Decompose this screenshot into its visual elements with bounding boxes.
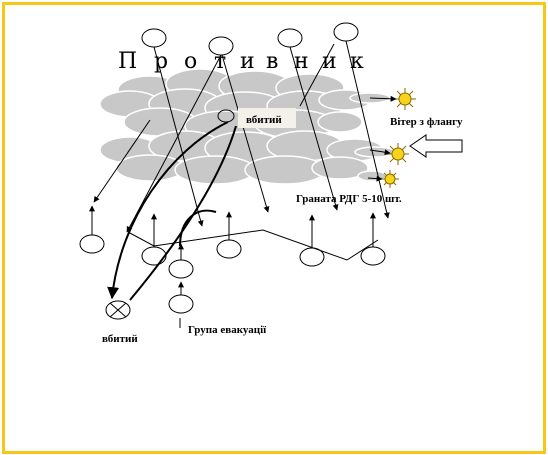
- killed-label-box: [238, 108, 296, 128]
- soldier-circle: [168, 294, 194, 314]
- enemy-circle: [141, 28, 167, 48]
- wind-label: Вітер з флангу: [390, 116, 463, 128]
- smoke-cloud-lower: [99, 130, 396, 185]
- title-letter: и: [240, 49, 255, 74]
- enemy-circle: [277, 28, 303, 48]
- title-letter: и: [322, 49, 337, 74]
- title-letter: П: [118, 49, 137, 74]
- soldier-circle: [168, 259, 194, 279]
- enemy-positions: [141, 22, 359, 56]
- enemy-circle: [333, 22, 359, 42]
- killed-soldier-icon: [105, 300, 131, 320]
- title-letter: в: [266, 49, 278, 74]
- soldier-circle: [141, 246, 167, 266]
- soldier-circle: [216, 239, 242, 259]
- title-letter: т: [214, 49, 226, 74]
- wind-arrow-icon: [409, 134, 463, 158]
- evacuation-group-label: Група евакуації: [188, 324, 267, 336]
- enemy-title: П р о т и в н и к: [118, 49, 364, 74]
- fire-arrows: [93, 40, 390, 233]
- grenade-burst-icon-2: [387, 143, 409, 165]
- grenade-burst-icon-1: [394, 88, 416, 110]
- grenade-burst-icon-3: [381, 170, 399, 188]
- own-soldiers: [79, 205, 386, 314]
- grenades-label: Граната РДГ 5-10 шт.: [296, 193, 402, 205]
- evacuation-arrows: [107, 121, 237, 301]
- title-letter: о: [184, 49, 197, 74]
- killed-label-upper: вбитий: [246, 114, 282, 126]
- title-letter: к: [350, 49, 364, 74]
- smoke-cloud-upper: [99, 68, 391, 142]
- title-letter: н: [294, 49, 309, 74]
- soldier-circle: [360, 246, 386, 266]
- soldier-circle: [79, 234, 105, 254]
- title-letter: р: [154, 49, 168, 74]
- killed-label-lower: вбитий: [102, 333, 138, 345]
- formation-line: [127, 229, 379, 261]
